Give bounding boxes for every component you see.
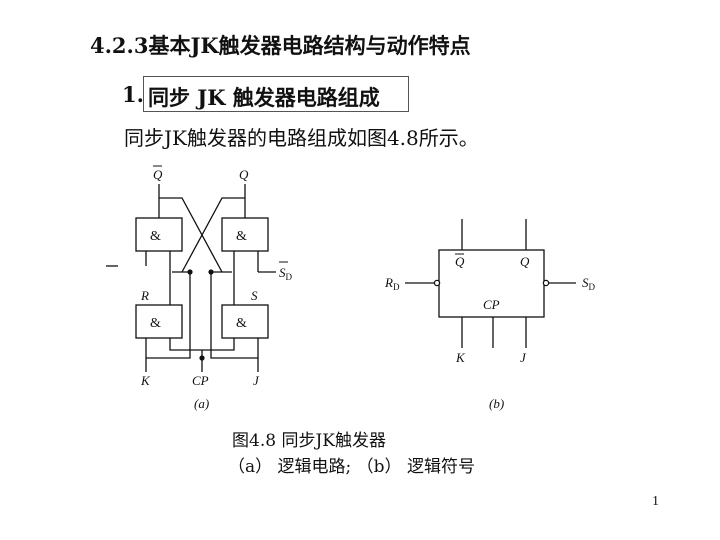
label-r: R (140, 288, 149, 303)
figure-caption-subtitle: （a） 逻辑电路; （b） 逻辑符号 (228, 457, 475, 477)
b-label-sd: SD (582, 275, 596, 292)
b-label-cp: CP (483, 297, 500, 312)
b-rd-bubble (433, 279, 441, 287)
panel-a-label: (a) (194, 396, 209, 411)
cp-bus (169, 338, 235, 351)
label-j: J (253, 373, 260, 388)
cross-wire-right (181, 197, 245, 273)
panel-b-label: (b) (489, 396, 504, 411)
b-label-j: J (520, 350, 527, 365)
subsection-number: 1. (122, 82, 144, 107)
label-sd: SD (279, 265, 293, 282)
figure-caption-title: 图4.8 同步JK触发器 (232, 431, 386, 451)
label-cp: CP (192, 373, 209, 388)
label-q: Q (239, 167, 249, 182)
label-q-bar: Q (153, 167, 163, 182)
b-sd-bubble (542, 279, 550, 287)
gate-g3 (135, 304, 183, 339)
feedback-to-g3 (145, 272, 191, 359)
gate-g4-symbol: & (236, 316, 247, 331)
subsection-title: 同步 JK 触发器电路组成 (148, 85, 380, 110)
gate-g4 (221, 304, 269, 339)
page-number: 1 (652, 494, 659, 509)
b-label-k: K (455, 350, 466, 365)
b-label-q: Q (520, 254, 530, 269)
subsection-highlight-box (143, 76, 409, 112)
gate-g1-symbol: & (150, 229, 161, 244)
section-title: 4.2.3基本JK触发器电路结构与动作特点 (90, 33, 471, 58)
figure-b-symbol (405, 219, 576, 348)
b-label-rd: RD (384, 275, 400, 292)
cross-wire-left (159, 197, 223, 273)
label-k: K (140, 373, 151, 388)
label-s: S (251, 288, 258, 303)
body-text: 同步JK触发器的电路组成如图4.8所示。 (124, 126, 479, 150)
figure-a-nodes (187, 269, 214, 361)
b-label-q-bar: Q (455, 254, 465, 269)
figure-a-circuit (106, 184, 276, 372)
gate-g2-symbol: & (236, 229, 247, 244)
gate-g3-symbol: & (150, 316, 161, 331)
feedback-to-g4 (210, 272, 259, 359)
